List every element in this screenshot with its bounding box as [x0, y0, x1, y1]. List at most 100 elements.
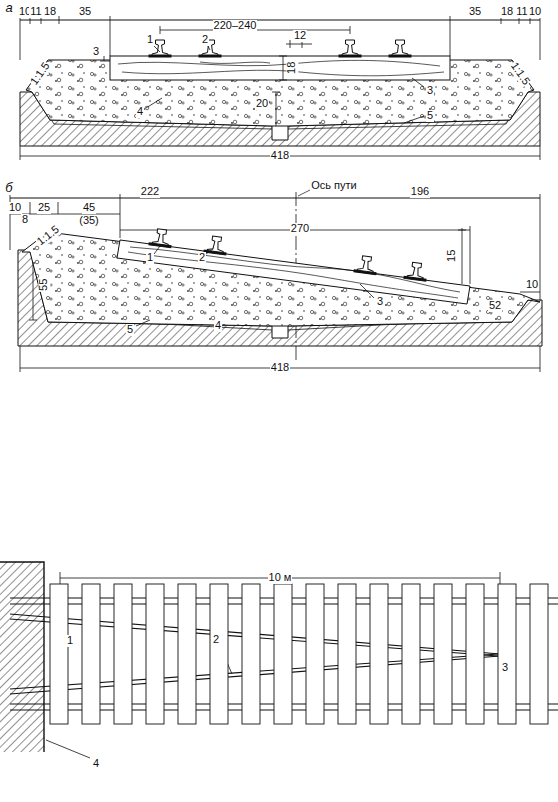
drawing-label: 45: [82, 202, 96, 214]
sleeper: [178, 584, 196, 724]
drawing-label: 5: [426, 110, 434, 122]
section-a: [20, 16, 540, 160]
drawing-part: [204, 235, 228, 255]
drawing-part: [58, 202, 59, 214]
drawing-part: [0, 562, 44, 752]
drawing-part: [160, 26, 161, 34]
drawing-part: [10, 198, 540, 199]
drawing-label: 15: [446, 249, 458, 263]
drawing-part: [283, 56, 284, 80]
drawing-label: 1: [66, 635, 74, 647]
drawing-part: [339, 40, 361, 57]
drawing-part: [360, 284, 374, 298]
drawing-part: [208, 46, 210, 50]
drawing-label: 3: [376, 296, 384, 308]
sleeper: [434, 584, 452, 724]
drawing-part: [404, 116, 424, 123]
drawing-part: [0, 562, 44, 752]
sleeper: [402, 584, 420, 724]
drawing-part: [30, 202, 31, 214]
drawing-label: 10: [8, 202, 22, 214]
drawing-part: [118, 60, 444, 75]
drawing-part: [412, 78, 424, 87]
drawing-label: 220–240: [213, 20, 258, 32]
drawing-label: 52: [488, 300, 502, 312]
drawing-part: [520, 292, 540, 293]
drawing-part: [128, 247, 460, 298]
drawing-label: 25: [37, 202, 51, 214]
drawing-part: [462, 228, 463, 284]
drawing-part: [404, 262, 428, 282]
drawing-part: [120, 194, 121, 238]
drawing-label: (35): [78, 215, 100, 227]
drawing-part: [458, 230, 466, 231]
drawing-label: 5: [126, 324, 134, 336]
drawing-label: 418: [270, 150, 290, 162]
drawing-part: [279, 80, 287, 81]
drawing-part: [20, 16, 21, 60]
drawing-label: 3: [92, 46, 100, 58]
drawing-label: Ось пути: [310, 180, 357, 192]
drawing-part: [117, 240, 470, 304]
drawing-part: [146, 98, 162, 108]
drawing-label: 20: [255, 98, 269, 110]
drawing-label: 18: [286, 61, 298, 75]
drawing-label: 10: [525, 279, 539, 291]
drawing-part: [60, 572, 61, 584]
drawing-label: 270: [290, 223, 310, 235]
drawing-part: [154, 46, 160, 52]
drawing-part: [104, 56, 105, 61]
drawing-label: 4: [136, 106, 144, 118]
sleeper: [306, 584, 324, 724]
drawing-part: [22, 232, 540, 326]
drawing-part: [298, 190, 310, 196]
drawing-label: б: [4, 181, 13, 195]
drawing-part: [100, 61, 110, 62]
drawing-part: [46, 740, 90, 758]
drawing-part: [206, 249, 213, 254]
drawing-part: [136, 320, 150, 326]
drawing-part: [350, 26, 351, 34]
drawing-label: 4: [214, 320, 222, 332]
drawing-label: 10 м: [268, 572, 293, 584]
drawing-part: [272, 92, 280, 93]
drawing-part: [110, 56, 450, 80]
drawing-label: 11: [515, 6, 528, 18]
drawing-part: [450, 16, 451, 56]
sleeper: [210, 584, 228, 724]
drawing-label: 18: [43, 6, 57, 18]
drawing-label: 55: [38, 278, 50, 292]
drawing-label: 35: [78, 6, 92, 18]
sleeper: [466, 584, 484, 724]
drawing-part: [470, 226, 471, 284]
drawing-label: 35: [468, 6, 482, 18]
drawing-part: [110, 16, 111, 56]
drawing-part: [20, 20, 540, 21]
drawing-part: [540, 16, 541, 60]
drawing-label: 196: [410, 186, 430, 198]
sleeper: [530, 584, 548, 724]
sleeper: [146, 584, 164, 724]
sleeper: [50, 584, 68, 724]
drawing-part: [354, 255, 378, 275]
drawing-part: [276, 92, 277, 126]
sleeper: [242, 584, 260, 724]
drawing-label: 11: [29, 6, 42, 18]
drawing-part: [154, 246, 160, 254]
drawing-label: 1: [146, 252, 154, 264]
sleeper: [114, 584, 132, 724]
sleeper: [82, 584, 100, 724]
drawing-label: 3: [501, 662, 509, 674]
drawing-label: 12: [293, 30, 307, 42]
drawing-label: 2: [201, 34, 209, 46]
drawing-label: 418: [270, 362, 290, 374]
drawing-part: [540, 146, 541, 160]
drawing-part: [540, 194, 541, 300]
drawing-part: [20, 40, 540, 160]
drawing-part: [20, 146, 21, 160]
drawing-part: [389, 40, 411, 57]
drawing-part: [59, 16, 60, 24]
drawing-label: 10: [528, 6, 542, 18]
plan-view: [0, 562, 558, 758]
